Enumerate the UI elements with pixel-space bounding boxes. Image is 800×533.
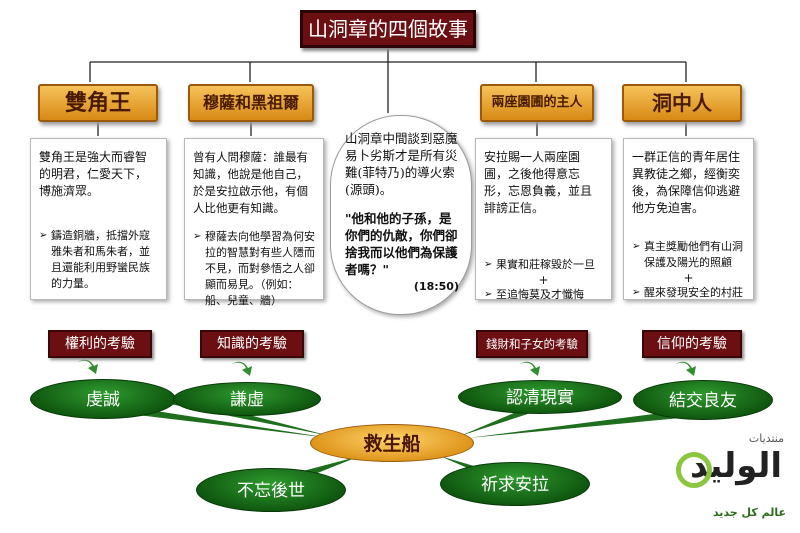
virtue-remember-hereafter: 不忘後世 [196, 468, 346, 512]
test-wealth-children: 錢財和子女的考驗 [476, 330, 588, 358]
story-box-dhul-qarnayn: 雙角王是強大而睿智的明君，仁愛天下，博施濟眾。 鑄造銅牆，抵擋外寇雅朱者和馬朱者… [30, 138, 167, 300]
story-bullet: 鑄造銅牆，抵擋外寇雅朱者和馬朱者，並且還能利用野蠻民族的力量。 [39, 228, 158, 292]
story-header-two-gardens: 兩座園圃的主人 [480, 84, 594, 122]
plus-sign: + [538, 273, 549, 287]
center-oval-iblis: 山洞章中間談到惡魔易卜劣斯才是所有災難(菲特乃)的導火索(源頭)。 "他和他的子… [330, 115, 472, 315]
story-text: 一群正信的青年居住異教徒之鄉，經衡奕後，為保障信仰逃避他方免迫害。 [632, 150, 741, 215]
virtue-pray-to-allah: 祈求安拉 [440, 462, 590, 506]
story-header-dhul-qarnayn: 雙角王 [38, 84, 158, 122]
oval-quote: "他和他的子孫，是你們的仇敵，你們卻捨我而以他們為保護者嗎？" [345, 211, 458, 277]
oval-ref: (18:50) [413, 280, 459, 293]
test-knowledge: 知識的考驗 [200, 330, 304, 358]
story-box-two-gardens: 安拉賜一人兩座園圃，之後他得意忘形，忘恩負義，並且誹謗正信。 果實和莊稼毀於一旦… [475, 138, 612, 303]
oval-text: 山洞章中間談到惡魔易卜劣斯才是所有災難(菲特乃)的導火索(源頭)。 [345, 131, 458, 197]
story-text: 雙角王是強大而睿智的明君，仁愛天下，博施濟眾。 [39, 150, 148, 198]
logo-ring-icon [676, 452, 712, 488]
test-power: 權利的考驗 [48, 330, 152, 358]
test-faith: 信仰的考驗 [642, 330, 742, 358]
story-header-cave-people: 洞中人 [622, 84, 742, 122]
story-box-musa-khidr: 曾有人問穆薩：誰最有知識，他說是他自己，於是安拉啟示他，有個人比他更有知識。 穆… [184, 138, 324, 307]
story-box-cave-people: 一群正信的青年居住異教徒之鄉，經衡奕後，為保障信仰逃避他方免迫害。 真主獎勵他們… [623, 138, 754, 301]
watermark-top: منتديات [748, 432, 784, 445]
virtue-see-reality: 認清現實 [458, 380, 622, 414]
story-text: 曾有人問穆薩：誰最有知識，他說是他自己，於是安拉啟示他，有個人比他更有知識。 [193, 150, 308, 215]
virtue-sincerity: 虔誠 [30, 379, 176, 419]
virtue-good-company: 結交良友 [633, 380, 773, 420]
diagram-title: 山洞章的四個故事 [300, 10, 476, 48]
story-bullet: 真主獎勵他們有山洞保護及陽光的照顧 [632, 239, 745, 271]
hub-lifeboat: 救生船 [310, 424, 474, 462]
story-bullet: 醒來發現安全的村莊 [632, 285, 745, 301]
virtue-humility: 謙虛 [173, 382, 321, 416]
story-bullet: 至追悔莫及才懺悔 [484, 287, 603, 303]
story-header-musa-khidr: 穆薩和黑祖爾 [188, 84, 314, 122]
story-bullet: 果實和莊稼毀於一旦 [484, 257, 603, 273]
plus-sign: + [683, 271, 694, 285]
story-text: 安拉賜一人兩座園圃，之後他得意忘形，忘恩負義，並且誹謗正信。 [484, 150, 593, 215]
watermark-tagline: عالم كل جديد [712, 506, 786, 519]
story-bullet: 穆薩去向他學習為何安拉的智慧對有些人隱而不見，而對參悟之人卻顯而易見。（例如：船… [193, 229, 315, 309]
